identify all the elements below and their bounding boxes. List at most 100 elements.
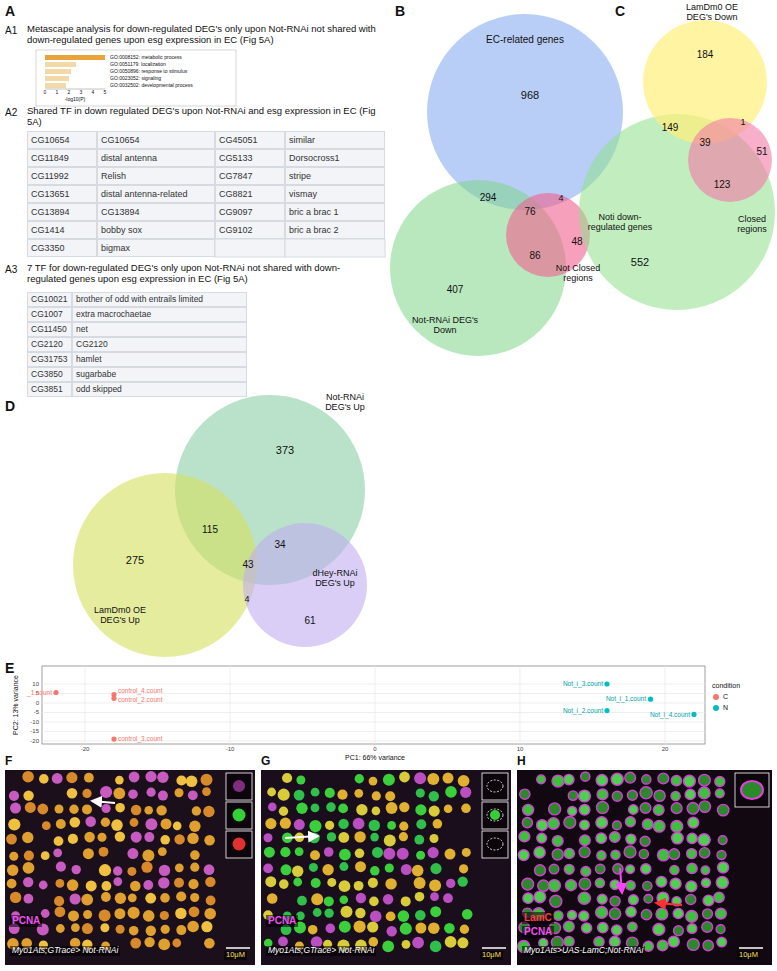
panel-letter: C [615,3,625,19]
cell-nucleus [382,941,394,953]
cell-nucleus [718,836,727,845]
point-label: Not_i_1.count [606,695,646,702]
go-term: GO:0032502: developmental process [110,83,193,89]
cell-nucleus [400,923,412,935]
cell-nucleus [428,922,440,934]
cell-nucleus [430,941,442,953]
table-cell: stripe [285,167,385,185]
pointer-arrow [620,868,622,893]
cell-nucleus [188,879,198,889]
panel-letter: A [5,3,15,19]
cell-nucleus [145,771,156,782]
cell-nucleus [671,821,683,833]
cell-nucleus [626,881,635,890]
cell-nucleus [190,863,199,872]
point-label: Not_i_2.count [563,707,603,714]
cell-nucleus [458,775,470,787]
cell-nucleus [147,788,156,797]
cell-nucleus [143,910,155,922]
cell-nucleus [176,925,186,935]
cell-nucleus [613,821,622,830]
cell-nucleus [160,893,170,903]
cell-nucleus [174,834,184,844]
cell-nucleus [176,891,186,901]
cell-nucleus [568,791,577,800]
table-cell: Relish [97,167,215,185]
table-cell: bric a brac 2 [285,221,385,239]
cell-nucleus [115,831,125,841]
cell-nucleus [204,908,216,920]
cell-nucleus [42,821,51,830]
cell-nucleus [399,822,408,831]
cell-nucleus [144,832,154,842]
cell-nucleus [537,833,547,843]
cell-nucleus [70,893,81,904]
cell-nucleus [401,896,411,906]
cell-nucleus [161,925,170,934]
cell-nucleus [281,864,292,875]
cell-nucleus [578,892,590,904]
cell-nucleus [56,879,65,888]
cell-nucleus [311,878,321,888]
count-number: 39 [699,137,710,149]
table-cell: brother of odd with entrails limited [72,292,247,307]
cell-nucleus [55,906,66,917]
cell-nucleus [610,832,621,843]
cell-nucleus [715,789,724,798]
cell-nucleus [129,926,139,936]
cell-nucleus [629,895,639,905]
cell-nucleus [145,893,156,904]
cell-nucleus [549,803,561,815]
cell-nucleus [324,847,334,857]
table-cell: CG1007 [27,307,72,322]
cell-nucleus [175,908,186,919]
cell-nucleus [670,865,679,874]
cell-nucleus [387,926,397,936]
channel-label: PCNA [10,915,42,927]
cell-nucleus [399,772,410,783]
tick-label: 4 [92,90,95,96]
cell-nucleus [597,894,607,904]
cell-nucleus [716,925,725,934]
cell-nucleus [717,851,726,860]
cell-nucleus [718,862,729,873]
cell-nucleus [309,833,320,844]
cell-nucleus [549,864,559,874]
cell-nucleus [595,878,604,887]
cell-nucleus [265,818,276,829]
cell-nucleus [699,774,711,786]
cell-nucleus [671,791,680,800]
cell-nucleus [113,787,125,799]
cell-nucleus [701,866,710,875]
set-name: Not-RNAi DEG's Up [314,392,376,413]
cell-nucleus [102,881,112,891]
cell-nucleus [613,864,623,874]
point-label: control_4.count [118,687,162,694]
cell-nucleus [353,818,365,830]
cell-nucleus [294,790,305,801]
scale-bar [482,947,506,949]
cell-nucleus [416,819,426,829]
cell-nucleus [386,802,398,814]
cell-nucleus [265,876,276,887]
table-cell: similar [285,131,385,149]
cell-nucleus [461,804,471,814]
cell-nucleus [159,865,170,876]
cell-nucleus [173,822,182,831]
go-term: GO:0051179: localization [110,62,166,68]
cell-nucleus [115,776,124,785]
cell-nucleus [367,921,378,932]
cell-nucleus [430,863,441,874]
cell-nucleus [687,939,699,951]
cell-nucleus [190,850,200,860]
cell-nucleus [674,926,684,936]
cell-nucleus [717,937,727,947]
cell-nucleus [268,803,277,812]
micrograph [517,770,772,965]
panel-caption: Metascape analysis for down-regulated DE… [27,24,377,46]
cell-nucleus [369,777,378,786]
axis-title: PC1: 66% variance [345,754,405,762]
cell-nucleus [640,836,650,846]
cell-nucleus [127,867,136,876]
cell-nucleus [338,832,349,843]
